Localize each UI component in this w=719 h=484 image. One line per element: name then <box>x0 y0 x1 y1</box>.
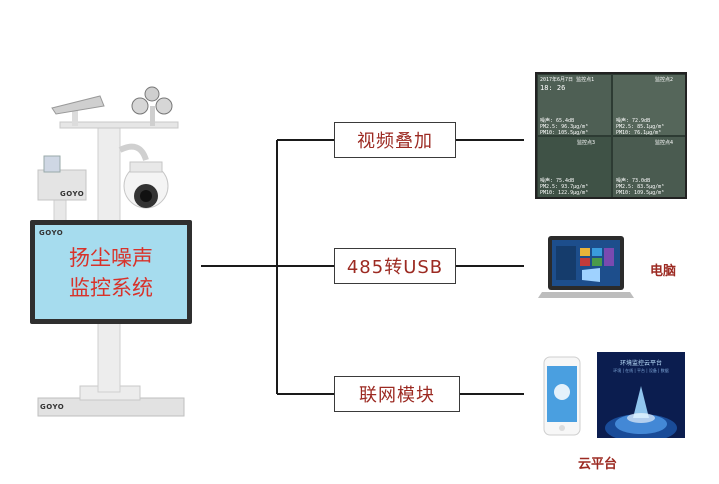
camera-label-2: 监控点2 <box>655 77 674 83</box>
camera-view-4 <box>613 137 685 197</box>
computer-label: 电脑 <box>650 264 677 279</box>
q4-pm25: PM2.5: 83.5μg/m³ <box>616 184 665 190</box>
q2-pm10: PM10: 76.1μg/m³ <box>616 130 662 136</box>
display-text: 扬尘噪声 监控系统 <box>35 243 187 303</box>
q4-noise: 噪声: 73.0dB <box>616 178 651 184</box>
q3-pm10: PM10: 122.9μg/m³ <box>540 190 589 196</box>
q1-noise: 噪声: 65.4dB <box>540 118 575 124</box>
station-illustration <box>37 86 185 417</box>
display-text-line1: 扬尘噪声 <box>69 246 153 270</box>
camera-label-3: 监控点3 <box>577 140 596 146</box>
q1-pm10: PM10: 105.5μg/m³ <box>540 130 589 136</box>
cloud-screen-title: 环境监控云平台 <box>619 360 662 367</box>
usb-convert-box: 485转USB <box>334 248 456 284</box>
monitor-header: 2017年6月7日 监控点1 <box>540 77 595 83</box>
cloud-screen-menu: 环境 | 在线 | 平台 | 设备 | 数据 <box>613 368 669 373</box>
monitor-time: 18: 26 <box>540 84 566 92</box>
led-display-panel: GOYO 扬尘噪声 监控系统 <box>35 225 187 319</box>
network-module-box: 联网模块 <box>334 376 460 412</box>
brand-label-sensor: GOYO <box>60 190 85 198</box>
q1-pm25: PM2.5: 96.3μg/m³ <box>540 124 589 130</box>
q3-noise: 噪声: 75.4dB <box>540 178 575 184</box>
cloud-platform-label: 云平台 <box>578 457 618 472</box>
video-overlay-box: 视频叠加 <box>334 122 456 158</box>
q2-noise: 噪声: 72.9dB <box>616 118 651 124</box>
camera-view-1 <box>538 75 611 135</box>
brand-label-base: GOYO <box>40 403 65 411</box>
video-monitor: 2017年6月7日 监控点1 18: 26 监控点2 监控点3 监控点4 噪声:… <box>535 72 687 199</box>
smartphone-icon <box>543 356 581 436</box>
display-text-line2: 监控系统 <box>69 276 153 300</box>
led-display: GOYO 扬尘噪声 监控系统 <box>30 220 192 324</box>
q2-pm25: PM2.5: 85.1μg/m³ <box>616 124 665 130</box>
camera-view-3 <box>538 137 611 197</box>
laptop-icon <box>538 236 634 298</box>
q3-pm25: PM2.5: 93.7μg/m³ <box>540 184 589 190</box>
camera-view-2 <box>613 75 685 135</box>
camera-label-4: 监控点4 <box>655 140 674 146</box>
cloud-platform-screen: 环境监控云平台 环境 | 在线 | 平台 | 设备 | 数据 <box>597 352 685 438</box>
brand-label-screen: GOYO <box>39 229 64 237</box>
cloud-globe-graphic <box>605 386 677 438</box>
q4-pm10: PM10: 109.5μg/m³ <box>616 190 665 196</box>
